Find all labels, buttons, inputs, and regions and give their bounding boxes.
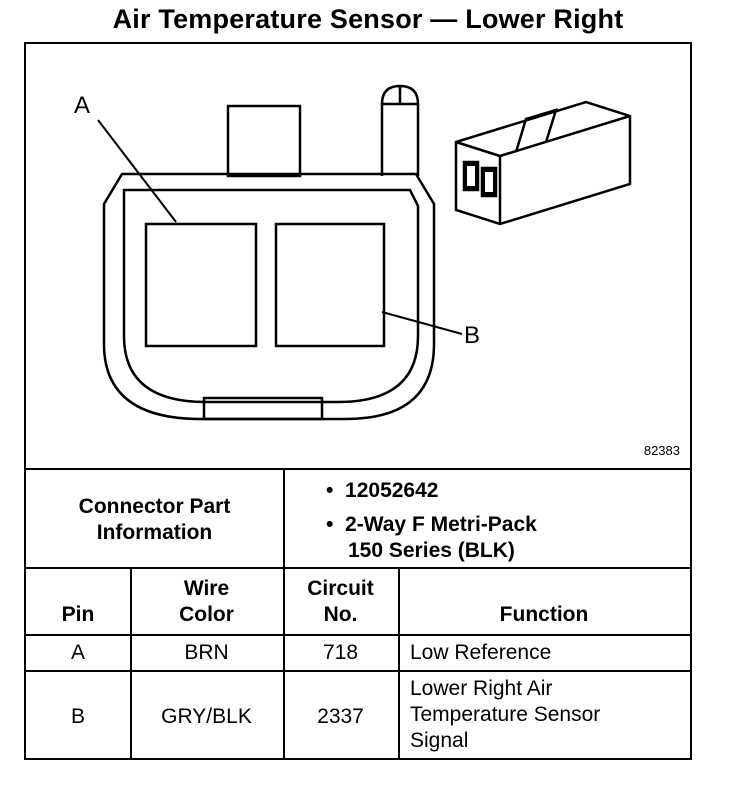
connector-info-table: Connector Part Information • 12052642 • … [24,468,692,760]
connector-heading-line1: Connector Part [78,495,231,518]
leader-line-a [97,119,177,223]
part-number: 12052642 [345,479,439,502]
row-a-function: Low Reference [410,641,552,664]
row-a-pin: A [70,641,85,664]
header-wire-line2: Color [179,603,234,626]
row-b-function-line3: Signal [410,729,469,752]
label-b: B [464,322,481,349]
connector-heading: Connector Part Information [26,494,283,546]
row-b-pin: B [70,705,85,728]
connector-face-drawing [97,84,632,421]
row-b-function: Lower Right Air Temperature Sensor Signa… [410,676,600,754]
row-b-function-line2: Temperature Sensor [410,703,601,726]
header-circuit-line1: Circuit [307,577,374,600]
cavity-a-shape [144,222,258,348]
row-a-wire: BRN [184,641,229,664]
connector-diagram: A B 82383 [24,42,692,470]
row-b-function-line1: Lower Right Air [410,677,553,700]
header-wire-line1: Wire [183,577,230,600]
part-number-item: • 12052642 [326,478,438,504]
header-circuit: Circuit No. [283,576,398,628]
header-pin: Pin [61,603,95,626]
header-wire-color: Wire Color [130,576,283,628]
header-function: Function [499,603,589,626]
connector-heading-line2: Information [96,521,213,544]
connector-outer-shape [102,172,436,421]
latch-tab-shape [226,104,302,178]
header-circuit-line2: No. [323,603,358,626]
page-title: Air Temperature Sensor — Lower Right [112,4,624,34]
row-b-circuit: 2337 [317,705,364,728]
cavity-b-shape [274,222,386,348]
bullet-icon: • [326,513,346,536]
row-a-circuit: 718 [322,641,359,664]
figure-number: 82383 [643,443,680,458]
connector-perspective-shape [454,100,632,226]
label-a: A [74,92,91,119]
connector-inner-shape [122,188,420,404]
connector-desc-line2: 150 Series (BLK) [348,539,515,562]
base-lip-shape [202,396,324,421]
connector-desc-line1: 2-Way F Metri-Pack [345,513,537,536]
row-b-wire: GRY/BLK [161,705,252,728]
leader-line-b [381,311,463,335]
connector-description-item: • 2-Way F Metri-Pack 150 Series (BLK) [326,512,537,564]
bullet-icon: • [326,479,346,502]
